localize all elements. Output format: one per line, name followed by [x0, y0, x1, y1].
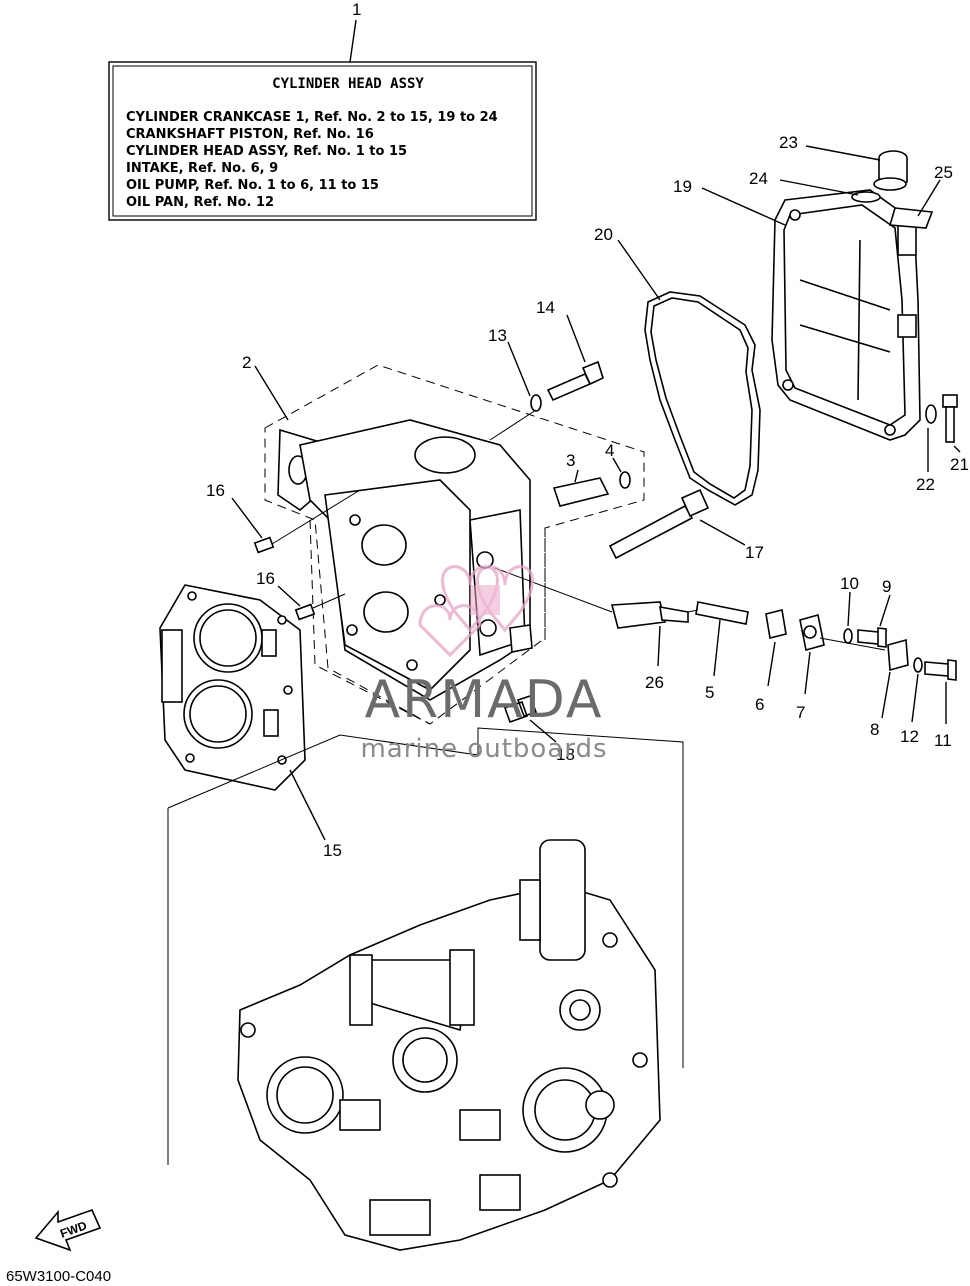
- diagram-code: 65W3100-C040: [6, 1268, 111, 1285]
- callout-4[interactable]: 4: [605, 441, 614, 460]
- brand-watermark: ARMADA marine outboards: [360, 565, 607, 764]
- heart-logo-icon: [418, 565, 534, 658]
- head-gasket-part: [159, 584, 306, 791]
- callout-1[interactable]: 1: [352, 0, 361, 19]
- spark-plug-part: [610, 601, 689, 629]
- callout-11[interactable]: 11: [934, 731, 952, 750]
- callout-16-upper[interactable]: 16: [206, 481, 225, 500]
- callout-26[interactable]: 26: [645, 673, 664, 692]
- assembly-line: OIL PUMP, Ref. No. 1 to 6, 11 to 15: [126, 178, 379, 193]
- callout-23[interactable]: 23: [779, 133, 798, 152]
- washer-part: [913, 657, 923, 673]
- washer-part: [843, 628, 853, 644]
- callout-24[interactable]: 24: [749, 169, 768, 188]
- oil-filler-cap-part: [873, 150, 908, 191]
- label-part: [888, 207, 934, 229]
- crankcase-bracket-line: [167, 727, 684, 1068]
- brand-tagline: marine outboards: [360, 734, 607, 764]
- callout-6[interactable]: 6: [755, 695, 764, 714]
- callout-3[interactable]: 3: [566, 451, 575, 470]
- assembly-info-box: CYLINDER HEAD ASSY CYLINDER CRANKCASE 1,…: [108, 61, 537, 221]
- callout-10[interactable]: 10: [840, 574, 859, 593]
- assembly-title: CYLINDER HEAD ASSY: [272, 76, 424, 92]
- assembly-line: CYLINDER HEAD ASSY, Ref. No. 1 to 15: [126, 144, 407, 159]
- oil-pan-cover-part: [771, 189, 921, 441]
- crankcase-part: [237, 839, 661, 1251]
- bolt-part: [942, 394, 958, 443]
- bolt-part: [503, 694, 538, 724]
- washer-part: [925, 404, 937, 424]
- o-ring-part: [851, 191, 881, 203]
- cover-plate-part: [887, 638, 909, 672]
- dowel-pin-part: [294, 603, 316, 621]
- brand-name: ARMADA: [365, 670, 604, 730]
- callout-2[interactable]: 2: [242, 353, 251, 372]
- callout-21[interactable]: 21: [950, 455, 969, 474]
- callout-9[interactable]: 9: [882, 577, 891, 596]
- callout-17[interactable]: 17: [745, 543, 764, 562]
- callout-12[interactable]: 12: [900, 727, 919, 746]
- bolt-part: [924, 659, 957, 681]
- callout-19[interactable]: 19: [673, 177, 692, 196]
- callout-16-lower[interactable]: 16: [256, 569, 275, 588]
- long-bolt-part: [608, 488, 710, 560]
- forward-arrow-icon: FWD: [34, 1208, 102, 1252]
- callout-14[interactable]: 14: [536, 298, 555, 317]
- callout-20[interactable]: 20: [594, 225, 613, 244]
- callout-7[interactable]: 7: [796, 703, 805, 722]
- callout-5[interactable]: 5: [705, 683, 714, 702]
- oil-pan-gasket-part: [644, 291, 761, 506]
- callout-15[interactable]: 15: [323, 841, 342, 860]
- washer-part: [530, 394, 542, 412]
- assembly-line: CYLINDER CRANKCASE 1, Ref. No. 2 to 15, …: [126, 110, 498, 125]
- callout-25[interactable]: 25: [934, 163, 953, 182]
- assembly-line: INTAKE, Ref. No. 6, 9: [126, 161, 278, 176]
- callout-13[interactable]: 13: [488, 326, 507, 345]
- clip-part: [619, 471, 631, 489]
- shaft-part: [695, 601, 749, 625]
- callout-8[interactable]: 8: [870, 720, 879, 739]
- cylinder-head-part: [277, 419, 533, 701]
- assembly-line: OIL PAN, Ref. No. 12: [126, 195, 274, 210]
- callout-22[interactable]: 22: [916, 475, 935, 494]
- bolt-part: [857, 627, 887, 648]
- pump-housing-part: [799, 613, 886, 652]
- head-bolt-part: [546, 360, 604, 402]
- oil-seal-part: [765, 609, 787, 639]
- pin-part: [552, 477, 610, 507]
- assembly-line: CRANKSHAFT PISTON, Ref. No. 16: [126, 127, 374, 142]
- callout-18[interactable]: 18: [556, 745, 575, 764]
- dowel-pin-part: [253, 536, 275, 554]
